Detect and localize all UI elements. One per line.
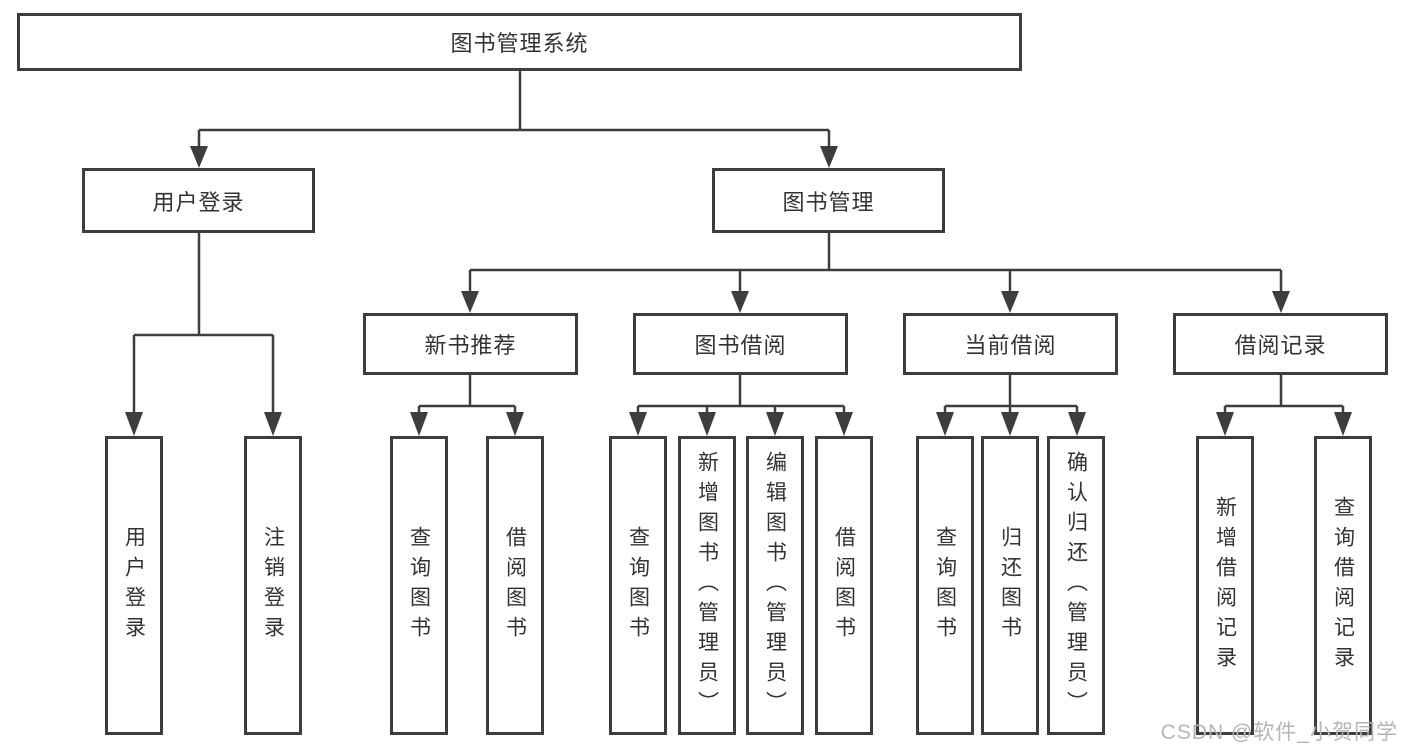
node-label: 归还图书 <box>998 525 1022 646</box>
node-label: 用户登录 <box>122 525 146 646</box>
node-current-borrow: 当前借阅 <box>903 313 1118 375</box>
node-label: 新书推荐 <box>424 333 517 358</box>
node-label: 查询图书 <box>933 525 957 646</box>
node-label: 新增借阅记录 <box>1213 495 1237 676</box>
node-leaf-add-borrow-record: 新增借阅记录 <box>1196 436 1254 735</box>
node-new-book-recommend: 新书推荐 <box>363 313 578 375</box>
node-label: 借阅图书 <box>832 525 856 646</box>
node-leaf-borrow-edit-books-admin: 编辑图书（管理员） <box>746 436 804 735</box>
node-leaf-query-borrow-record: 查询借阅记录 <box>1314 436 1372 735</box>
csdn-watermark: CSDN @软件_小贺同学 <box>1160 721 1398 744</box>
node-leaf-current-confirm-return-admin: 确认归还（管理员） <box>1047 436 1105 735</box>
node-label: 用户登录 <box>152 189 245 215</box>
node-label: 编辑图书（管理员） <box>763 450 787 721</box>
node-library-management-system: 图书管理系统 <box>17 13 1022 71</box>
node-leaf-borrow-add-books-admin: 新增图书（管理员） <box>678 436 736 735</box>
node-label: 借阅图书 <box>503 525 527 646</box>
node-label: 查询图书 <box>626 525 650 646</box>
node-label: 借阅记录 <box>1234 333 1327 358</box>
node-label: 图书借阅 <box>694 333 787 358</box>
node-label: 图书管理系统 <box>450 31 589 56</box>
node-leaf-current-return-books: 归还图书 <box>981 436 1039 735</box>
node-label: 确认归还（管理员） <box>1064 450 1088 721</box>
node-leaf-borrow-query-books: 查询图书 <box>609 436 667 735</box>
node-leaf-recommend-borrow-books: 借阅图书 <box>486 436 544 735</box>
node-label: 查询借阅记录 <box>1331 495 1355 676</box>
node-book-borrow: 图书借阅 <box>633 313 848 375</box>
node-label: 查询图书 <box>407 525 431 646</box>
node-borrow-records: 借阅记录 <box>1173 313 1388 375</box>
node-leaf-borrow-borrow-books: 借阅图书 <box>815 436 873 735</box>
node-label: 当前借阅 <box>964 333 1057 358</box>
node-leaf-logout: 注销登录 <box>244 436 302 735</box>
node-book-management: 图书管理 <box>712 168 945 233</box>
node-label: 注销登录 <box>261 525 285 646</box>
node-leaf-recommend-query-books: 查询图书 <box>390 436 448 735</box>
node-user-login: 用户登录 <box>82 168 315 233</box>
node-leaf-current-query-books: 查询图书 <box>916 436 974 735</box>
node-leaf-user-login: 用户登录 <box>105 436 163 735</box>
node-label: 图书管理 <box>782 189 875 215</box>
node-label: 新增图书（管理员） <box>695 450 719 721</box>
